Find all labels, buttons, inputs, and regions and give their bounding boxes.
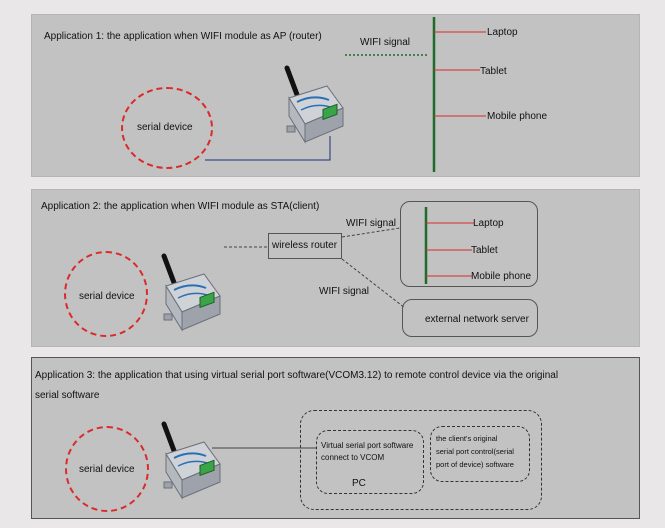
client-label-line3: port of device) software: [436, 460, 514, 469]
app2-wifi-module-device-icon: [164, 256, 220, 330]
vcom-label-line1: Virtual serial port software: [321, 441, 414, 450]
app1-device-mobile: Mobile phone: [487, 111, 548, 122]
app2-title: Application 2: the application when WIFI…: [41, 201, 320, 212]
app2-serial-device-label: serial device: [79, 291, 135, 302]
external-server-label: external network server: [425, 314, 529, 325]
pc-dashed-box: [300, 410, 542, 510]
app1-serial-cable-line: [205, 136, 331, 161]
client-label-line2: serial port control(serial: [436, 447, 514, 456]
app2-wifi-signal-label-1: WIFI signal: [346, 218, 397, 229]
app1-device-tablet: Tablet: [480, 66, 507, 77]
vcom-label-line2: connect to VCOM: [321, 453, 385, 462]
app1-serial-device-label: serial device: [137, 122, 193, 133]
app1-wifi-signal-label: WIFI signal: [360, 37, 411, 48]
client-software-dashed-box: [430, 426, 530, 482]
app2-router-to-devices-line: [341, 227, 401, 238]
app2-serial-device-circle: [64, 251, 148, 337]
app2-devices-box: [400, 201, 538, 287]
app2-router-to-server-line: [341, 258, 406, 309]
vcom-dashed-box: [316, 430, 424, 494]
external-server-box: [402, 299, 538, 337]
wireless-router-label: wireless router: [272, 240, 338, 251]
app3-serial-device-circle: [65, 426, 149, 512]
app3-wifi-module-device-icon: [164, 424, 220, 498]
app3-serial-device-label: serial device: [79, 464, 135, 475]
app2-device-mobile: Mobile phone: [471, 271, 532, 282]
app3-title-line2: serial software: [35, 390, 100, 401]
wireless-router-box: [268, 233, 342, 259]
app2-device-tablet: Tablet: [471, 245, 498, 256]
app1-title: Application 1: the application when WIFI…: [44, 31, 322, 42]
app1-wifi-module-device-icon: [287, 68, 343, 142]
pc-label: PC: [352, 478, 366, 489]
app3-title-line1: Application 3: the application that usin…: [35, 370, 559, 381]
client-label-line1: the client's original: [436, 434, 498, 443]
app2-device-laptop: Laptop: [473, 218, 504, 229]
app1-serial-device-circle: [121, 87, 213, 169]
app2-wifi-signal-label-2: WIFI signal: [319, 286, 370, 297]
app1-device-laptop: Laptop: [487, 27, 518, 38]
